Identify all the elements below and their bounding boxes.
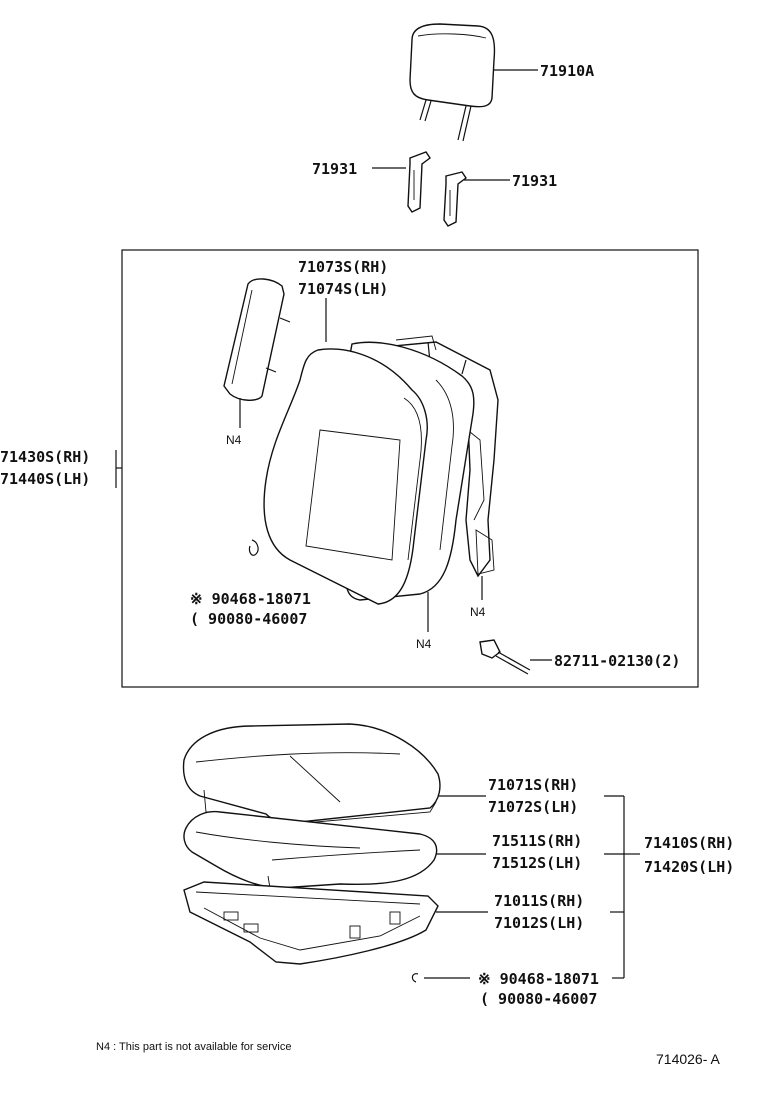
cushion-cover-rh-label: 71071S(RH)	[488, 776, 578, 794]
support-left-label: 71931	[312, 160, 357, 178]
footnote: N4 : This part is not available for serv…	[96, 1041, 291, 1053]
cushion-assy-rh-label: 71410S(RH)	[644, 834, 734, 852]
n4-armrest-label: N4	[226, 433, 242, 447]
seatback-cover-drawing	[263, 341, 475, 605]
n4-frame-label: N4	[470, 605, 486, 619]
headrest-support-right-drawing	[443, 171, 467, 227]
clip-drawing	[479, 639, 531, 675]
hog-ring-back-drawing	[248, 539, 259, 556]
n4-back-label: N4	[416, 637, 432, 651]
back-assy-rh-label: 71430S(RH)	[0, 448, 90, 466]
back-cover-rh-label: 71073S(RH)	[298, 258, 388, 276]
hog-ring-cushion-drawing	[411, 973, 419, 983]
headrest-drawing	[409, 23, 496, 142]
armrest-drawing	[223, 278, 291, 401]
hogring-cushion-part-label: ※ 90468-18071	[478, 970, 599, 988]
back-assy-lh-label: 71440S(LH)	[0, 470, 90, 488]
frame-lh-label: 71012S(LH)	[494, 914, 584, 932]
hogring-back-alt-label: ( 90080-46007	[190, 610, 307, 628]
back-cover-lh-label: 71074S(LH)	[298, 280, 388, 298]
support-right-label: 71931	[512, 172, 557, 190]
headrest-label: 71910A	[540, 62, 594, 80]
reference-code: 714026- A	[656, 1051, 720, 1067]
hogring-cushion-alt-label: ( 90080-46007	[480, 990, 597, 1008]
cushion-frame-drawing	[183, 881, 439, 965]
cushion-cover-drawing	[182, 723, 441, 827]
cushion-pad-drawing	[183, 810, 438, 889]
headrest-support-left-drawing	[407, 151, 431, 213]
clip-label: 82711-02130(2)	[554, 652, 680, 670]
cushion-pad-lh-label: 71512S(LH)	[492, 854, 582, 872]
hogring-back-part-label: ※ 90468-18071	[190, 590, 311, 608]
cushion-cover-lh-label: 71072S(LH)	[488, 798, 578, 816]
frame-rh-label: 71011S(RH)	[494, 892, 584, 910]
cushion-assy-lh-label: 71420S(LH)	[644, 858, 734, 876]
cushion-pad-rh-label: 71511S(RH)	[492, 832, 582, 850]
